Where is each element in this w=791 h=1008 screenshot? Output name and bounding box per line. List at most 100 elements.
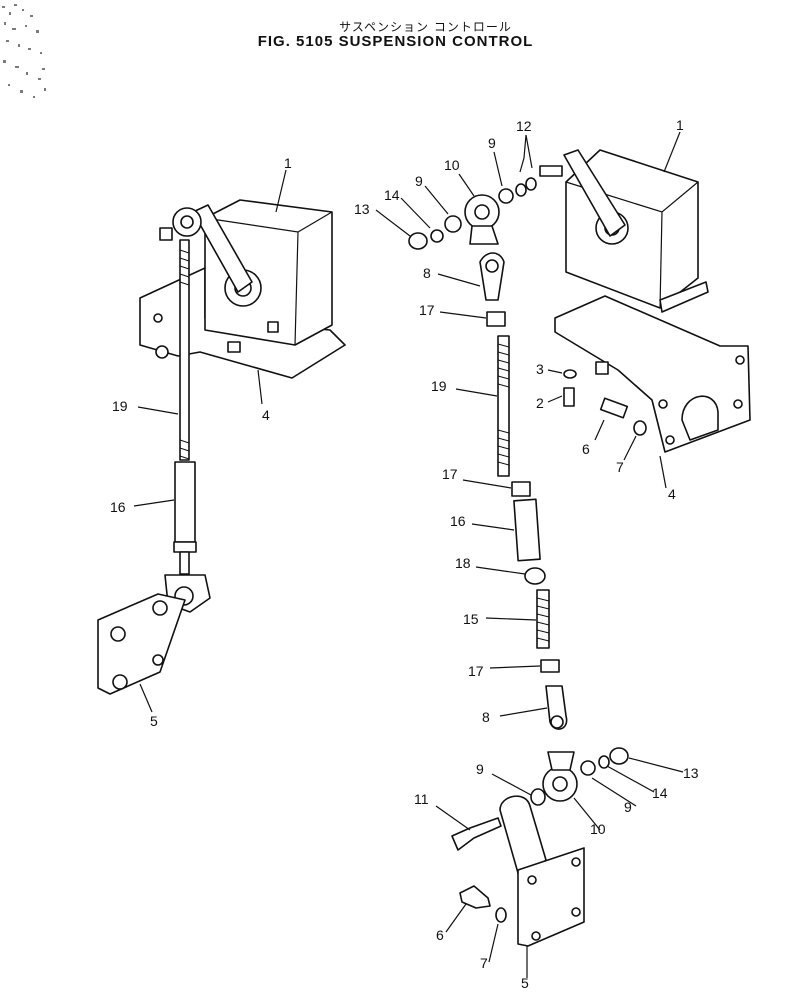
- callout-14b: 14: [652, 785, 668, 801]
- rod-end-10-ball: [474, 204, 490, 220]
- collar-9: [498, 188, 514, 204]
- bolt-2: [563, 387, 575, 407]
- lock-nut-17: [540, 659, 560, 673]
- turnbuckle-left: [174, 461, 196, 543]
- rod-end-10-neck: [547, 751, 575, 771]
- callout-17b: 17: [442, 466, 458, 482]
- rod-thread: [179, 249, 190, 460]
- callout-13b: 13: [683, 765, 699, 781]
- callout-12: 12: [516, 118, 532, 134]
- bracket-hole: [733, 399, 743, 409]
- bracket-hole: [665, 435, 675, 445]
- callout-10a: 10: [444, 157, 460, 173]
- nut-13: [408, 232, 428, 250]
- callout-6b: 6: [436, 927, 444, 943]
- rod-end-10-ball: [552, 776, 568, 792]
- bracket-right: [554, 295, 751, 453]
- rod-end-left-top-inner: [180, 215, 194, 229]
- right-assembly: [408, 149, 751, 947]
- rod-end-8-eye: [485, 259, 499, 273]
- figure-title-japanese: サスペンション コントロール: [339, 20, 512, 34]
- mount-bolt: [152, 654, 164, 666]
- lock-nut: [173, 541, 197, 553]
- bracket-hole: [153, 313, 163, 323]
- bracket-bolt: [227, 341, 241, 353]
- lock-nut-17: [511, 481, 531, 497]
- washer-7: [495, 907, 507, 923]
- mount-hole: [571, 857, 581, 867]
- rod-thread: [536, 597, 550, 642]
- leader-lines: [133, 131, 684, 978]
- callout-16: 16: [450, 513, 466, 529]
- callout-8b: 8: [482, 709, 490, 725]
- rod-end-nut: [159, 227, 173, 241]
- mount-bolt: [152, 600, 168, 616]
- bracket-hole: [155, 345, 169, 359]
- bolt-6: [459, 885, 491, 909]
- callout-5: 5: [521, 975, 529, 991]
- bracket-hole: [735, 355, 745, 365]
- valve-lever-left: [192, 204, 253, 293]
- bracket-cutout: [681, 395, 719, 441]
- mount-hole: [527, 875, 537, 885]
- washer-14: [598, 755, 610, 769]
- callout-7a: 7: [616, 459, 624, 475]
- washer-14: [430, 229, 444, 243]
- callout-4: 4: [668, 486, 676, 502]
- adjust-rod-15: [536, 589, 550, 649]
- bracket-spacer: [595, 361, 609, 375]
- lever-pin: [539, 165, 563, 177]
- bolt-11: [451, 817, 502, 851]
- mount-plate-right-base: [517, 847, 585, 947]
- callout-7b: 7: [480, 955, 488, 971]
- valve-box-bolt: [267, 321, 279, 333]
- mount-bolt: [110, 626, 126, 642]
- callout-left-4: 4: [262, 407, 270, 423]
- collar-9: [580, 760, 596, 776]
- rod-thread: [497, 343, 510, 466]
- adjust-rod-left: [179, 239, 190, 461]
- callout-9c: 9: [476, 761, 484, 777]
- callout-left-5: 5: [150, 713, 158, 729]
- callout-10b: 10: [590, 821, 606, 837]
- rod-end-8-eye: [550, 715, 564, 729]
- callout-3: 3: [536, 361, 544, 377]
- callout-14a: 14: [384, 187, 400, 203]
- washer-7: [633, 420, 647, 436]
- mount-hole: [531, 931, 541, 941]
- nut-13: [609, 747, 629, 765]
- lock-nut-18: [524, 567, 546, 585]
- ring-12: [525, 177, 537, 191]
- callout-9b: 9: [488, 135, 496, 151]
- callout-left-1: 1: [284, 155, 292, 171]
- mount-hole: [571, 907, 581, 917]
- callout-numbers: 1 4 19 16 5 13 14 9 10 9 12 1 8 17 3 19 …: [110, 117, 699, 991]
- callout-13a: 13: [354, 201, 370, 217]
- callout-19: 19: [431, 378, 447, 394]
- mount-bolt: [112, 674, 128, 690]
- callout-6a: 6: [582, 441, 590, 457]
- lock-nut-17: [486, 311, 506, 327]
- rod-end-10-neck: [469, 225, 499, 245]
- valve-box-left: [204, 199, 333, 346]
- callout-1: 1: [676, 117, 684, 133]
- valve-box-edge: [204, 211, 333, 346]
- callout-left-19: 19: [112, 398, 128, 414]
- bolt-6: [599, 397, 629, 419]
- mount-plate-right: [499, 795, 547, 881]
- adjust-rod-left-lower: [179, 551, 190, 575]
- figure-title: FIG. 5105 SUSPENSION CONTROL: [257, 33, 534, 50]
- collar-9: [530, 788, 546, 806]
- left-assembly: [97, 199, 346, 695]
- callout-9d: 9: [624, 799, 632, 815]
- ring-12: [515, 183, 527, 197]
- valve-lever-right: [563, 149, 626, 237]
- mount-plate-left: [97, 593, 186, 695]
- callout-17a: 17: [419, 302, 435, 318]
- callout-18: 18: [455, 555, 471, 571]
- callout-8a: 8: [423, 265, 431, 281]
- scan-noise: [2, 4, 46, 98]
- collar-9: [444, 215, 462, 233]
- callout-left-16: 16: [110, 499, 126, 515]
